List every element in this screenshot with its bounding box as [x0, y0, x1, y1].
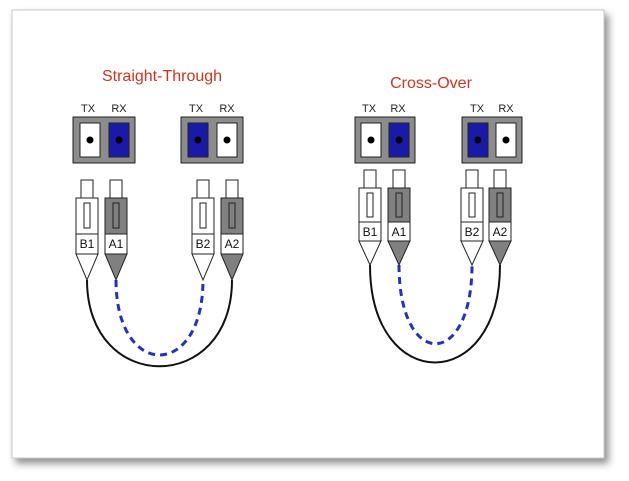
- port-2-tx-label: TX: [470, 103, 485, 115]
- connector-b2: [191, 179, 215, 282]
- black-fiber-cable: [86, 279, 233, 368]
- connector-label: A2: [225, 237, 240, 251]
- diagram-panel: [11, 9, 605, 459]
- connector-a2: [220, 179, 244, 282]
- connector-label: A2: [493, 225, 508, 239]
- blue-fiber-cable: [114, 279, 205, 357]
- connector-a2: [488, 169, 512, 267]
- connector-label: A1: [109, 237, 124, 251]
- cross-over-diagram: Cross-Over TX RX TX RX: [354, 75, 523, 364]
- port-2-rx-label: RX: [498, 103, 514, 115]
- connector-b2: [460, 169, 484, 267]
- port-1-tx-label: TX: [81, 103, 96, 115]
- transceiver-port-2: [180, 116, 244, 164]
- transceiver-port-1: [72, 116, 136, 164]
- connector-label: B2: [465, 225, 480, 239]
- straight-through-diagram: Straight-Through TX RX TX RX: [72, 68, 244, 368]
- connector-label: B1: [80, 237, 95, 251]
- straight-through-title: Straight-Through: [102, 68, 222, 85]
- connector-b1: [75, 179, 99, 282]
- cross-over-title: Cross-Over: [390, 75, 472, 92]
- port-1-rx-label: RX: [111, 103, 127, 115]
- transceiver-port-1: [354, 116, 416, 164]
- connector-a1: [104, 179, 128, 282]
- transceiver-port-2: [461, 116, 523, 164]
- connector-label: B2: [196, 237, 211, 251]
- port-1-rx-label: RX: [390, 103, 406, 115]
- connector-label: B1: [363, 225, 378, 239]
- port-2-tx-label: TX: [189, 103, 204, 115]
- port-2-rx-label: RX: [219, 103, 235, 115]
- black-fiber-cable: [369, 264, 501, 364]
- connector-label: A1: [392, 225, 407, 239]
- port-1-tx-label: TX: [362, 103, 377, 115]
- connector-b1: [358, 169, 382, 267]
- connector-a1: [387, 169, 411, 267]
